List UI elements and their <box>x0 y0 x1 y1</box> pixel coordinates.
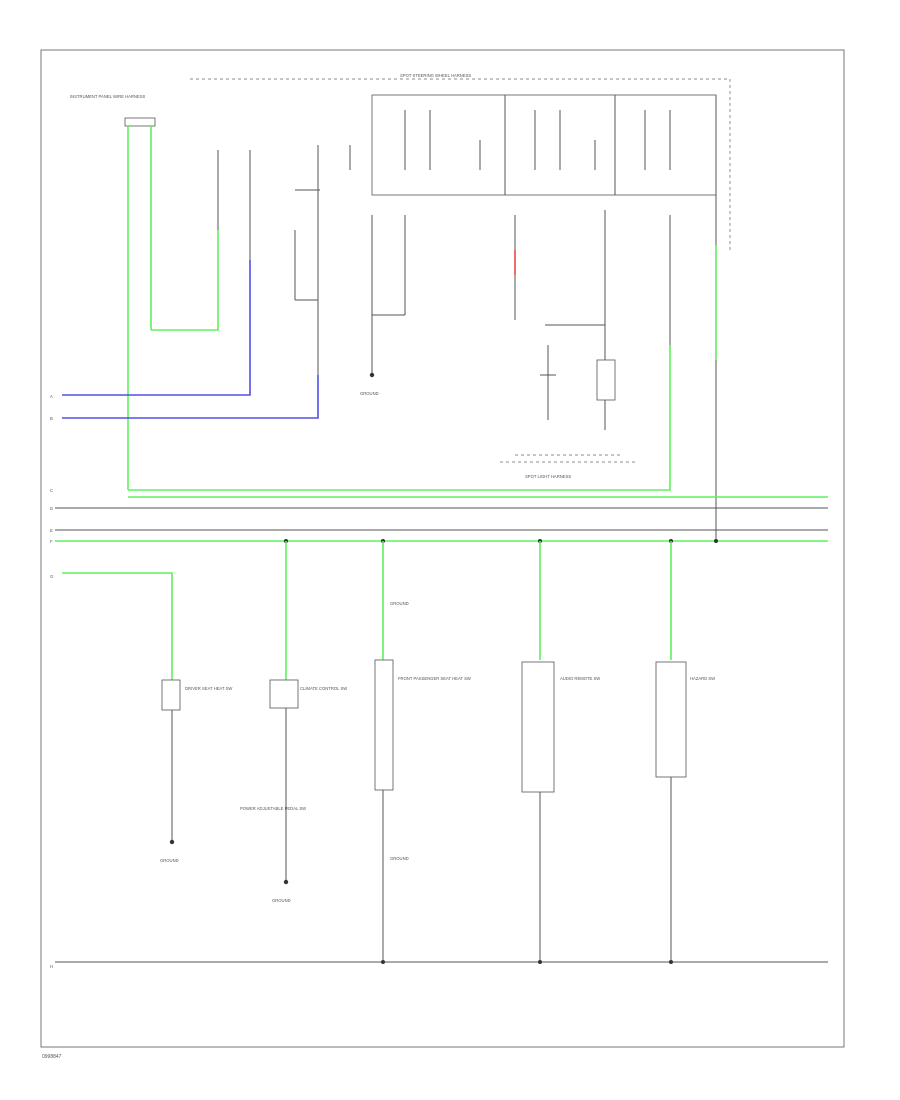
row-marker-d: D <box>50 506 53 511</box>
ground-label-2: GROUND <box>160 858 179 863</box>
row-marker-a: A <box>50 394 53 399</box>
instrument-panel-label: INSTRUMENT PANEL WIRE HARNESS <box>70 94 146 99</box>
footer-code: 0998847 <box>42 1054 62 1060</box>
bus-lines: A B C D E F G H <box>50 394 828 969</box>
steering-switch-block <box>371 94 717 196</box>
switch-power-label: POWER ADJUSTABLE PEDAL SW <box>240 806 306 811</box>
ground-label-spot: GROUND <box>272 898 291 903</box>
switch-driver-seat-label: DRIVER SEAT HEAT SW <box>185 686 232 691</box>
row-marker-b: B <box>50 416 53 421</box>
top-section: SPOT STEERING WHEEL HARNESS INSTRUMENT P… <box>62 73 731 540</box>
row-marker-e: E <box>50 528 53 533</box>
c-ground-label-1: GROUND <box>390 601 409 606</box>
c-ground-label-2: GROUND <box>390 856 409 861</box>
diagram-frame <box>40 49 845 1048</box>
ground-label-1: GROUND <box>360 391 379 396</box>
row-marker-g: G <box>50 574 53 579</box>
row-marker-f: F <box>50 539 53 544</box>
row-marker-h: H <box>50 964 53 969</box>
switch-hazard-label: HAZARD SW <box>690 676 715 681</box>
switch-audio-label: AUDIO REMOTE SW <box>560 676 600 681</box>
switch-climate-label: CLIMATE CONTROL SW <box>300 686 347 691</box>
bottom-section: DRIVER SEAT HEAT SW GROUND CLIMATE CONTR… <box>55 541 828 964</box>
harness-top-label: SPOT STEERING WHEEL HARNESS <box>400 73 471 78</box>
switch-front-pass-label: FRONT PASSENGER SEAT HEAT SW <box>398 676 471 681</box>
spot-light-harness-label: SPOT LIGHT HARNESS <box>525 474 571 479</box>
row-marker-c: C <box>50 488 53 493</box>
